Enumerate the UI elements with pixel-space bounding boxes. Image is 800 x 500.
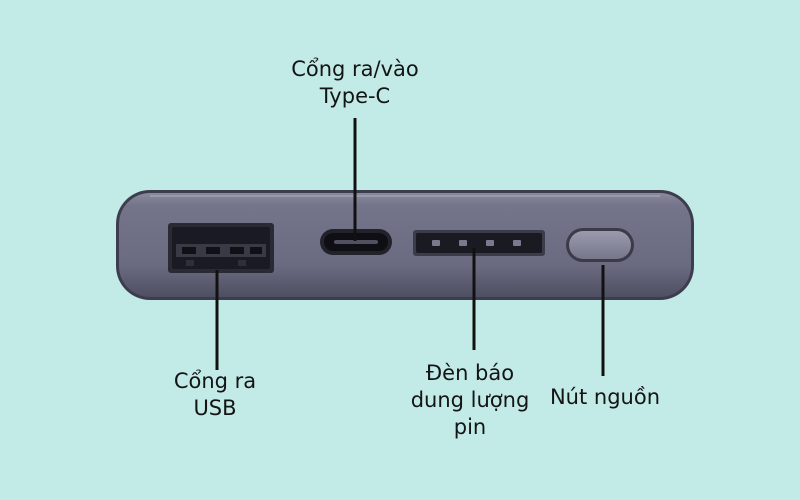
battery-indicator [413,230,545,256]
usb-port-label-line1: Cổng ra [173,369,257,393]
led-1 [432,240,440,246]
typec-port-label: Cổng ra/vào Type-C [270,56,440,110]
typec-port-label-line2: Type-C [319,84,391,108]
led-4 [513,240,521,246]
battery-indicator-label-line3: pin [453,415,487,439]
power-button-label: Nút nguồn [540,384,670,411]
power-button-label-line1: Nút nguồn [549,385,661,409]
usb-c-port [320,229,392,255]
battery-indicator-label: Đèn báo dung lượng pin [390,360,550,441]
usb-a-port [168,223,274,273]
usb-port-label-line2: USB [193,396,237,420]
battery-indicator-label-line1: Đèn báo [425,361,515,385]
led-2 [459,240,467,246]
led-3 [486,240,494,246]
usb-port-label: Cổng ra USB [140,368,290,422]
typec-port-label-line1: Cổng ra/vào [291,57,419,81]
leader-lines [215,118,605,376]
power-button [566,228,634,262]
battery-indicator-label-line2: dung lượng [410,388,530,412]
